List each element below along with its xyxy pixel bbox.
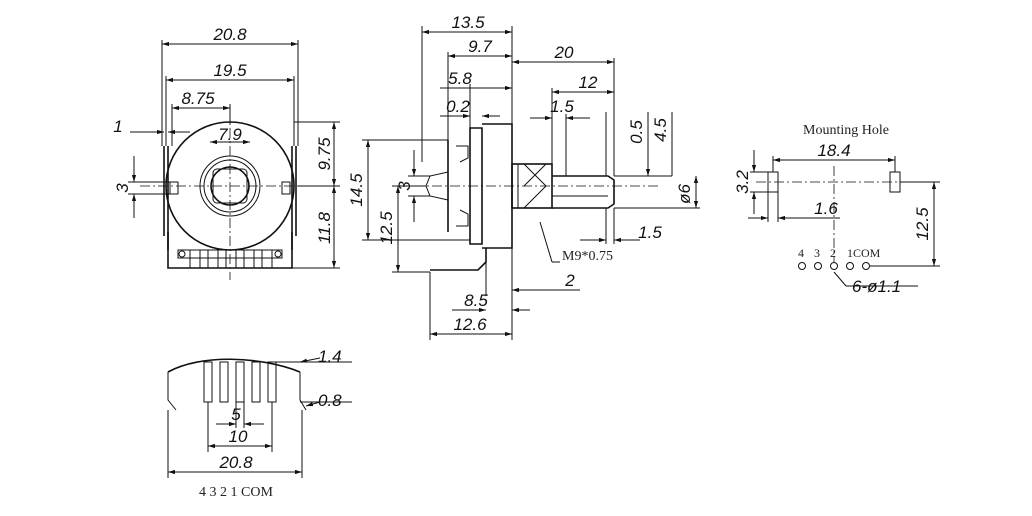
bottom-pin-label: 4 3 2 1 COM: [199, 485, 273, 500]
dim-19-5: 19.5: [213, 61, 247, 80]
thread-label: M9*0.75: [562, 249, 613, 264]
dim-0-2: 0.2: [446, 97, 470, 116]
dim-20-8-bottom: 20.8: [218, 453, 253, 472]
dim-7-9: 7.9: [218, 125, 242, 144]
dim-1-6: 1.6: [814, 199, 838, 218]
bushing-thread: [517, 163, 547, 209]
dim-11-8: 11.8: [315, 212, 334, 244]
dim-6-dia: ø6: [675, 184, 694, 204]
mount-pin-holes: [798, 262, 870, 270]
bottom-view: 1.4 0.8 5 10 20.8 4 3 2 1 COM: [167, 347, 352, 500]
pin-label-3: 3: [814, 246, 820, 260]
bottom-body-break: [167, 358, 301, 373]
dim-18-4: 18.4: [817, 141, 850, 160]
side-teeth: [456, 145, 469, 227]
dim-8-75: 8.75: [181, 89, 215, 108]
dim-1: 1: [113, 117, 122, 136]
dim-12-6: 12.6: [453, 315, 487, 334]
side-body: [447, 127, 483, 245]
left-tab: [169, 181, 179, 195]
front-side-brackets: [163, 146, 297, 250]
dim-5: 5: [231, 405, 241, 424]
pin-label-2: 2: [830, 246, 836, 260]
dim-9-75: 9.75: [315, 137, 334, 171]
dim-0-5: 0.5: [627, 120, 646, 144]
dim-12-5-side: 12.5: [377, 211, 396, 245]
right-tab: [281, 181, 291, 195]
shaft: [552, 175, 615, 209]
dim-20: 20: [554, 43, 574, 62]
pin-label-4: 4: [798, 246, 804, 260]
dim-3-2: 3.2: [733, 170, 752, 194]
dim-3-front: 3: [113, 183, 132, 193]
dim-4-5: 4.5: [651, 118, 670, 142]
holes-label: 6-ø1.1: [852, 277, 901, 296]
front-terminal-pins: [178, 249, 282, 269]
dim-14-5: 14.5: [347, 173, 366, 207]
side-view: 13.5 9.7 5.8 0.2 20 12 1.5 0.5 4.5 14.5: [347, 13, 700, 340]
pin-label-1com: 1COM: [847, 246, 881, 260]
dim-1-4: 1.4: [318, 347, 342, 366]
dim-1-5-top: 1.5: [550, 97, 574, 116]
dim-8-5: 8.5: [464, 291, 488, 310]
dim-12: 12: [579, 73, 598, 92]
bottom-terminal-pins: [203, 361, 277, 403]
dim-0-8: 0.8: [318, 391, 342, 410]
bushing: [511, 163, 553, 209]
bottom-brackets: [167, 372, 307, 411]
dim-9-7: 9.7: [468, 37, 492, 56]
mounting-hole-view: Mounting Hole 18.4 3.2 1.6 12.5 4: [733, 123, 940, 296]
dim-1-5-bottom: 1.5: [638, 223, 662, 242]
dim-5-8: 5.8: [448, 69, 472, 88]
dim-10: 10: [229, 427, 248, 446]
terminal-leg: [430, 248, 487, 271]
front-view: 20.8 19.5 8.75 7.9 1 3 9.75 11.8: [113, 25, 340, 280]
dim-20-8: 20.8: [212, 25, 247, 44]
dim-12-5-mount: 12.5: [913, 207, 932, 241]
mounting-hole-title: Mounting Hole: [803, 123, 889, 138]
dim-13-5: 13.5: [451, 13, 485, 32]
dim-2: 2: [564, 271, 575, 290]
